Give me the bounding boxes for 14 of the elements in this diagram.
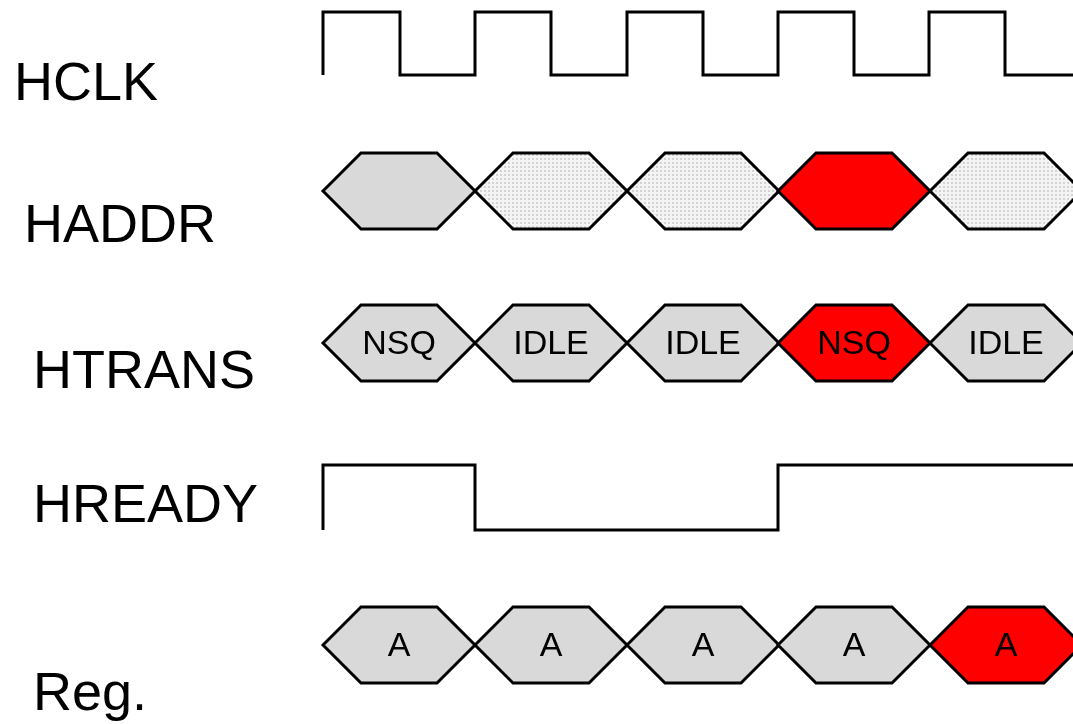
state-label: A (993, 627, 1019, 661)
state-label: IDLE (967, 325, 1045, 359)
state-label: NSQ (816, 325, 892, 359)
state-label: A (690, 627, 716, 661)
signal-name: HREADY (33, 476, 259, 530)
state-label: IDLE (512, 325, 590, 359)
state-label: NSQ (361, 325, 437, 359)
state-label: IDLE (664, 325, 742, 359)
signal-name: HCLK (14, 54, 159, 108)
signal-name: HTRANS (33, 342, 255, 396)
signal-name: HADDR (24, 196, 216, 250)
state-label: A (538, 627, 564, 661)
state-label: A (841, 627, 867, 661)
state-label: A (386, 627, 412, 661)
